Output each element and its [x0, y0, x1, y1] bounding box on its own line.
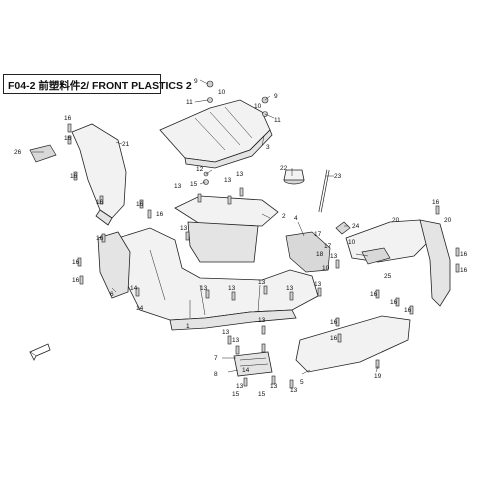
callout-label: 10 — [254, 103, 262, 110]
callout-label: 7 — [214, 355, 218, 362]
diagram-title-box: F04-2 前塑料件2/ FRONT PLASTICS 2 — [3, 74, 192, 94]
callout-label: 10 — [322, 265, 330, 272]
callout-label: 9 — [274, 93, 278, 100]
callout-label: 16 — [460, 251, 468, 258]
callout-label: 13 — [258, 279, 266, 286]
callout-label: 13 — [222, 329, 230, 336]
callout-label: 24 — [352, 223, 360, 230]
callout-label: 13 — [236, 383, 244, 390]
part-lower-right-panel — [295, 315, 411, 373]
callout-label: 16 — [404, 307, 412, 314]
callout-label: 16 — [64, 115, 72, 122]
callout-label: 15 — [258, 391, 266, 398]
part-left-side-panel — [97, 231, 131, 299]
callout-label: 5 — [300, 379, 304, 386]
callout-label: 1 — [186, 323, 190, 330]
callout-label: 25 — [384, 273, 392, 280]
callout-label: 20 — [392, 217, 400, 224]
callout-label: 13 — [330, 253, 338, 260]
callout-label: 16 — [64, 135, 72, 142]
callout-label: 11 — [274, 117, 281, 124]
callout-label: 2 — [282, 213, 286, 220]
callout-label: 8 — [214, 371, 218, 378]
callout-label: 10 — [348, 239, 356, 246]
part-25 — [361, 247, 391, 265]
callout-label: 11 — [186, 99, 193, 106]
callout-label: 16 — [460, 267, 468, 274]
callout-label: 23 — [334, 173, 342, 180]
callout-label: 18 — [316, 251, 324, 258]
callout-label: 4 — [294, 215, 298, 222]
part-right-side-panel — [345, 219, 451, 307]
callout-label: 17 — [324, 243, 332, 250]
part-top-cover-panel — [159, 99, 273, 169]
callout-label: 13 — [286, 285, 294, 292]
part-lower-bracket — [233, 351, 273, 377]
callout-label: 15 — [190, 181, 198, 188]
callout-label: 14 — [130, 285, 138, 292]
callout-label: 16 — [70, 173, 78, 180]
callout-label: 10 — [218, 89, 226, 96]
callout-label: 22 — [280, 165, 288, 172]
callout-label: 6 — [110, 291, 114, 298]
callout-label: 16 — [72, 277, 80, 284]
part-storage-tray — [174, 195, 279, 263]
callout-label: 26 — [14, 149, 22, 156]
callout-label: 16 — [72, 259, 80, 266]
part-bracket-26 — [29, 144, 57, 163]
callout-label: 13 — [180, 225, 188, 232]
callout-label: 13 — [174, 183, 182, 190]
callout-label: 16 — [390, 299, 398, 306]
callout-label: 13 — [236, 171, 244, 178]
front-direction-arrow-icon — [29, 343, 51, 361]
part-right-inner-panel — [285, 231, 331, 273]
callout-labels: 9 10 11 9 10 11 3 26 21 16 16 16 16 16 1… — [14, 78, 468, 398]
callout-label: 16 — [432, 199, 440, 206]
callout-label: 13 — [232, 337, 240, 344]
callout-label: 19 — [374, 373, 382, 380]
leader-lines — [32, 79, 379, 375]
fastener-bolts — [67, 80, 460, 389]
callout-label: 14 — [136, 305, 144, 312]
callout-label: 20 — [444, 217, 452, 224]
diagram-title: F04-2 前塑料件2/ FRONT PLASTICS 2 — [8, 80, 192, 92]
callout-label: 13 — [258, 317, 266, 324]
callout-label: 16 — [330, 319, 338, 326]
part-bracket-24 — [335, 221, 351, 235]
callout-label: 13 — [270, 383, 278, 390]
callout-label: 16 — [330, 335, 338, 342]
part-left-front-panel — [71, 123, 127, 226]
callout-label: 21 — [122, 141, 130, 148]
callout-label: 13 — [290, 387, 298, 394]
callout-label: 13 — [228, 285, 236, 292]
callout-label: 9 — [194, 78, 198, 85]
callout-label: 16 — [370, 291, 378, 298]
callout-label: 13 — [314, 281, 322, 288]
callout-label: 12 — [196, 166, 204, 173]
part-front-fender-body — [117, 227, 319, 331]
callout-label: 15 — [232, 391, 240, 398]
callout-label: 13 — [224, 177, 232, 184]
callout-label: 16 — [156, 211, 164, 218]
callout-label: 13 — [200, 285, 208, 292]
callout-label: 3 — [266, 144, 270, 151]
callout-label: 16 — [96, 199, 104, 206]
part-cap-22 — [283, 169, 305, 185]
callout-label: 14 — [242, 367, 250, 374]
callout-label: 17 — [314, 231, 322, 238]
callout-label: 16 — [136, 201, 144, 208]
callout-label: 16 — [96, 235, 104, 242]
